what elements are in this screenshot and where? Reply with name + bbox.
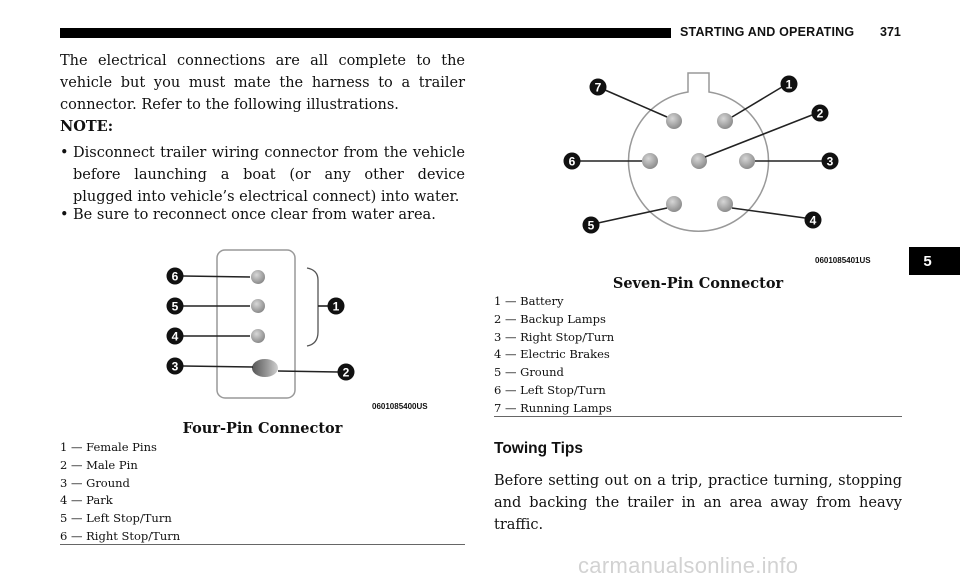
callout-label: 2 <box>817 107 824 121</box>
pin-2 <box>691 153 707 169</box>
callout-5: 5 <box>582 216 600 234</box>
legend-item: 4 — Electric Brakes <box>494 347 610 362</box>
connector-body <box>216 249 296 399</box>
callout-2: 2 <box>337 363 355 381</box>
legend-item: 7 — Running Lamps <box>494 400 612 415</box>
four-pin-legend: 1 — Female Pins 2 — Male Pin 3 — Ground … <box>60 439 180 546</box>
note-label: NOTE: <box>60 118 114 135</box>
pin-5 <box>251 299 265 313</box>
leader-line <box>604 89 668 118</box>
callout-label: 2 <box>343 366 350 380</box>
four-pin-connector-illustration: 6 5 4 3 1 2 0601085400US <box>166 249 428 411</box>
divider <box>494 416 902 417</box>
leader-line <box>731 207 806 219</box>
seven-pin-caption: Seven-Pin Connector <box>612 275 784 292</box>
callout-label: 3 <box>172 360 179 374</box>
bullet-item: • Be sure to reconnect once clear from w… <box>60 204 465 226</box>
legend-item: 6 — Left Stop/Turn <box>494 382 606 397</box>
header-bar <box>60 28 671 38</box>
callout-7: 7 <box>589 78 607 96</box>
running-header-title: STARTING AND OPERATING <box>680 25 855 39</box>
callout-label: 1 <box>333 300 340 314</box>
leader-line <box>704 114 813 158</box>
intro-paragraph: The electrical connections are all compl… <box>60 53 465 113</box>
leader-line <box>277 370 339 373</box>
legend-item: 4 — Park <box>60 493 113 508</box>
bullet-symbol: • <box>60 145 69 161</box>
callout-label: 1 <box>786 78 793 92</box>
legend-item: 5 — Ground <box>494 365 564 380</box>
image-code: 0601085401US <box>815 256 871 265</box>
page-number: 371 <box>880 25 901 39</box>
bullet-item: • Disconnect trailer wiring connector fr… <box>60 142 465 208</box>
pin-7 <box>666 113 682 129</box>
towing-tips-paragraph: Before setting out on a trip, practice t… <box>494 473 902 533</box>
callout-6: 6 <box>563 152 581 170</box>
callout-label: 5 <box>588 219 595 233</box>
legend-item: 3 — Ground <box>60 475 130 490</box>
pin-4 <box>251 329 265 343</box>
callout-1: 1 <box>780 75 798 93</box>
legend-item: 3 — Right Stop/Turn <box>494 329 615 344</box>
callout-label: 6 <box>172 270 179 284</box>
bullet-symbol: • <box>60 207 69 223</box>
callout-label: 4 <box>810 214 817 228</box>
legend-item: 1 — Female Pins <box>60 440 157 454</box>
seven-pin-connector-illustration: 7 1 2 6 3 5 4 0601085401US <box>563 72 871 265</box>
connector-body <box>627 72 770 232</box>
bullet-text: Be sure to reconnect once clear from wat… <box>73 207 436 223</box>
image-code: 0601085400US <box>372 402 428 411</box>
callout-label: 6 <box>569 155 576 169</box>
callout-3: 3 <box>166 357 184 375</box>
bullet-text: Disconnect trailer wiring connector from… <box>73 145 465 205</box>
legend-item: 2 — Backup Lamps <box>494 311 606 326</box>
seven-pin-legend: 1 — Battery 2 — Backup Lamps 3 — Right S… <box>494 293 614 418</box>
divider <box>60 544 465 545</box>
callout-4: 4 <box>166 327 184 345</box>
callout-4: 4 <box>804 211 822 229</box>
leader-line <box>597 207 668 224</box>
callout-5: 5 <box>166 297 184 315</box>
pin-3 <box>739 153 755 169</box>
callout-label: 5 <box>172 300 179 314</box>
pin-4 <box>717 196 733 212</box>
watermark: carmanualsonline.info <box>578 553 799 578</box>
callout-label: 4 <box>172 330 179 344</box>
legend-item: 6 — Right Stop/Turn <box>60 528 181 543</box>
callout-6: 6 <box>166 267 184 285</box>
four-pin-caption: Four-Pin Connector <box>182 420 343 437</box>
towing-tips-heading: Towing Tips <box>494 440 583 457</box>
pin-6 <box>251 270 265 284</box>
male-pin <box>252 359 278 377</box>
pin-6 <box>642 153 658 169</box>
callout-label: 7 <box>595 81 602 95</box>
pin-1 <box>717 113 733 129</box>
section-tab: 5 <box>909 247 960 275</box>
legend-item: 5 — Left Stop/Turn <box>60 511 172 526</box>
callout-3: 3 <box>821 152 839 170</box>
legend-item: 1 — Battery <box>494 294 564 308</box>
pin-5 <box>666 196 682 212</box>
leader-line <box>731 86 783 118</box>
leader-line <box>182 275 251 278</box>
callout-2: 2 <box>811 104 829 122</box>
bracket <box>306 267 319 347</box>
callout-label: 3 <box>827 155 834 169</box>
callout-1: 1 <box>327 297 345 315</box>
leader-line <box>182 365 254 368</box>
legend-item: 2 — Male Pin <box>60 457 138 472</box>
